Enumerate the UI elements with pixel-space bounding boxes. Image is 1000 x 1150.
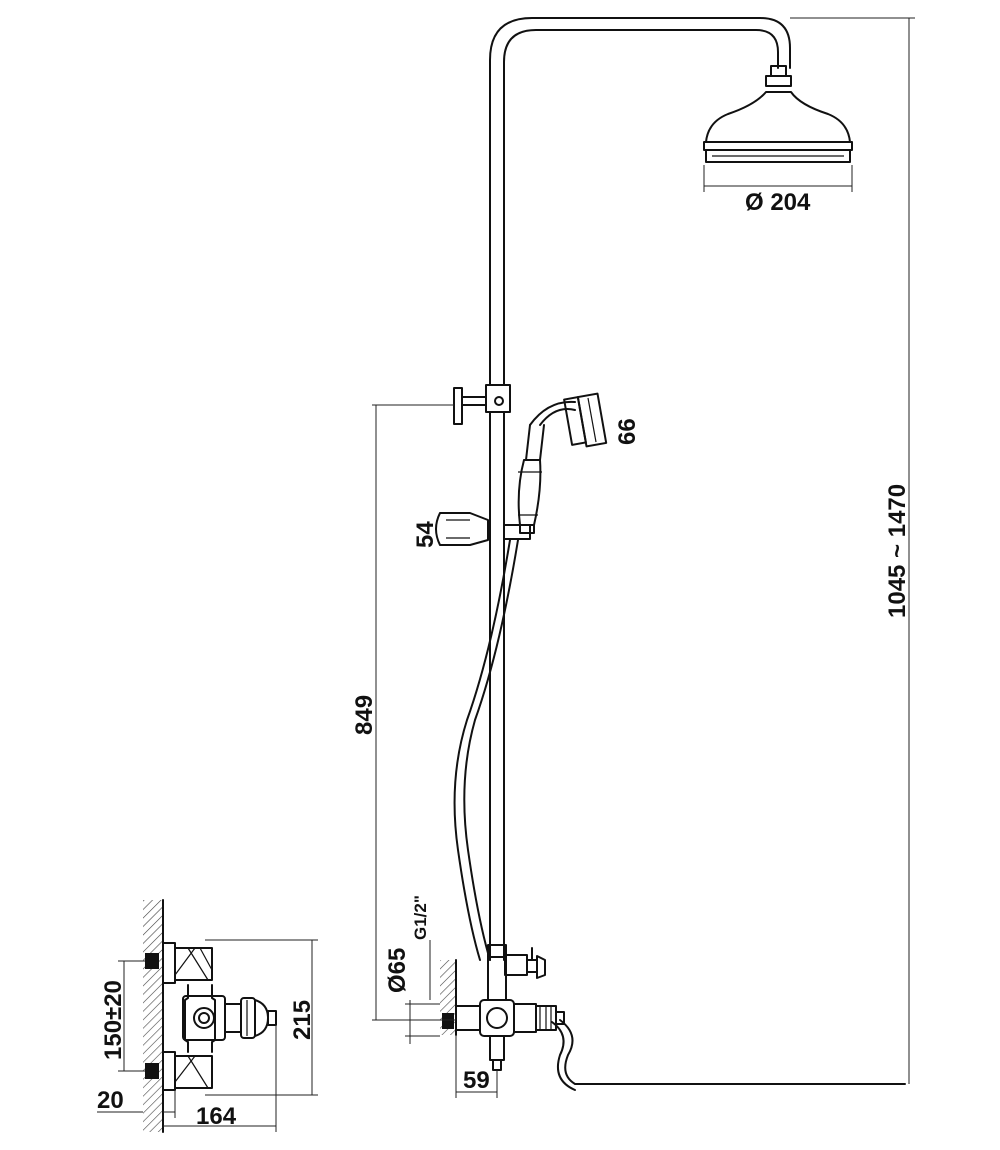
hand-shower [503,392,608,540]
shower-column [453,17,791,961]
dimension-lines-side [97,939,318,1132]
mixer-front [440,944,565,1071]
inlet-diameter-label: Ø65 [384,948,411,993]
shower-holder [435,512,489,546]
mixer-depth-label: 59 [463,1067,490,1094]
hand-shower-size-label: 66 [614,418,641,445]
hose [453,539,906,1091]
side-center-distance-label: 150±20 [100,980,127,1060]
thread-label: G1/2" [411,895,430,940]
wall-offset-label: 20 [97,1087,124,1114]
holder-size-label: 54 [412,521,439,548]
total-height-label: 1045 ~ 1470 [884,484,911,618]
side-mixer-height-label: 215 [289,1000,316,1040]
shower-head-diameter-label: Ø 204 [745,189,811,216]
slide-height-label: 849 [351,695,378,735]
dimension-lines-main [372,17,915,1098]
side-depth-label: 164 [196,1103,237,1130]
shower-head [703,65,853,192]
mixer-side [143,899,277,1133]
